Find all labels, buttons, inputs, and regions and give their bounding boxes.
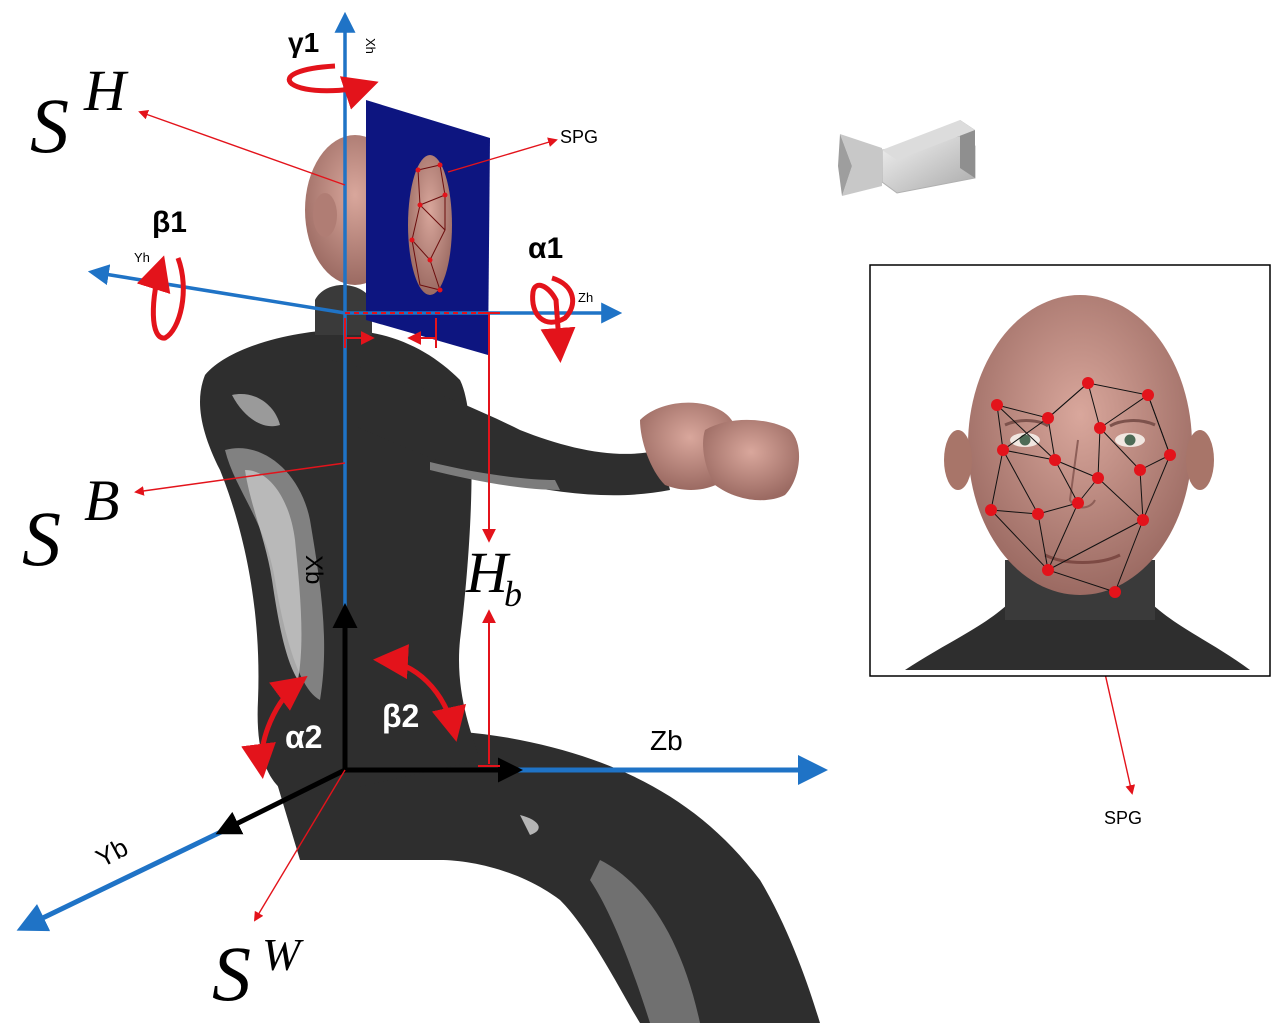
beta1-label: β1 xyxy=(152,206,187,239)
s-w-superscript: W xyxy=(262,929,304,980)
alpha1-rotation xyxy=(533,278,573,356)
alpha1-label: α1 xyxy=(528,232,563,265)
s-b-label: S xyxy=(22,495,61,582)
beta1-rotation xyxy=(153,258,183,338)
zh-label: Zh xyxy=(578,290,593,305)
alpha2-label: α2 xyxy=(285,719,322,755)
gamma1-rotation xyxy=(289,66,372,91)
spg-top-label: SPG xyxy=(560,127,598,147)
zb-label: Zb xyxy=(650,725,683,756)
beta2-label: β2 xyxy=(382,698,419,734)
h-b-subscript: b xyxy=(504,574,522,614)
s-b-superscript: B xyxy=(84,468,119,533)
yb-label: Yb xyxy=(91,832,133,873)
face-inset xyxy=(870,265,1270,676)
yh-label: Yh xyxy=(134,250,150,265)
camera-icon xyxy=(838,120,975,196)
s-w-label: S xyxy=(212,930,251,1017)
s-h-label: S xyxy=(30,82,69,169)
xb-label: Xb xyxy=(300,555,327,584)
spg-bottom-label: SPG xyxy=(1104,808,1142,828)
sh-pointer xyxy=(140,112,345,185)
xh-label: Xh xyxy=(363,38,378,54)
yh-axis xyxy=(92,272,345,313)
face-projection-panel xyxy=(366,100,490,355)
gamma1-label: γ1 xyxy=(288,27,319,58)
s-h-superscript: H xyxy=(83,58,129,123)
